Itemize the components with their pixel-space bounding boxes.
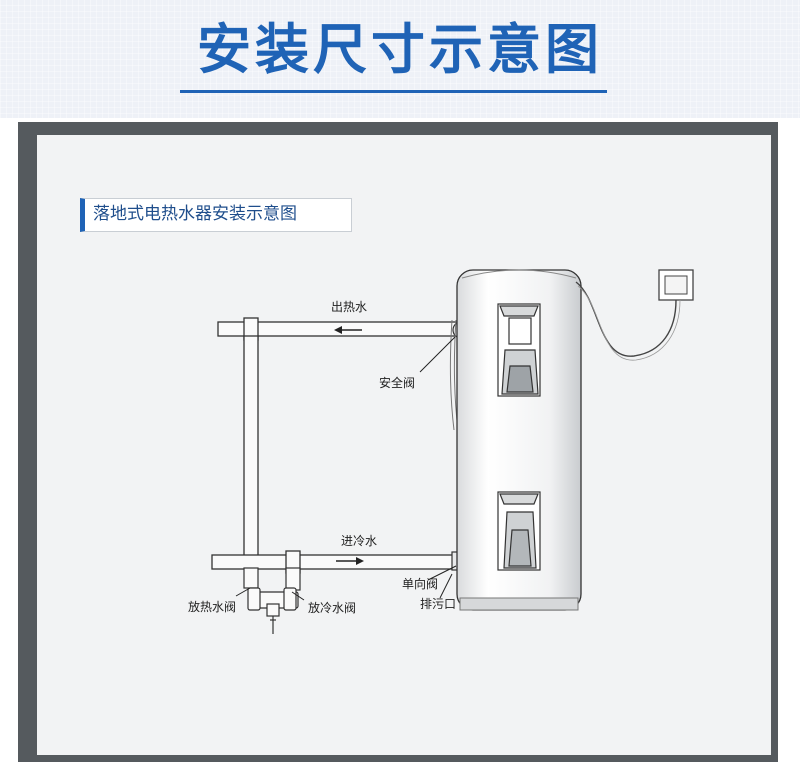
- label-cold-water-in: 进冷水: [341, 534, 378, 548]
- label-hot-water-out: 出热水: [331, 300, 368, 314]
- label-drain-outlet: 排污口: [420, 597, 457, 611]
- release-valve-assembly: [243, 567, 301, 634]
- header-banner: [0, 0, 800, 118]
- page-title: 安装尺寸示意图: [197, 18, 603, 81]
- hot-flow-arrow: [334, 326, 362, 334]
- wall-switch: [658, 269, 694, 301]
- title-underline: [180, 90, 607, 93]
- leader-lines: [235, 336, 457, 601]
- diagram-caption: 落地式电热水器安装示意图: [80, 198, 352, 232]
- label-cold-release-valve: 放冷水阀: [308, 601, 357, 615]
- control-panel: [497, 303, 541, 397]
- wall-surface: [37, 135, 771, 755]
- water-heater-tank: [456, 269, 582, 611]
- label-hot-release-valve: 放热水阀: [188, 600, 237, 614]
- cold-flow-arrow: [336, 557, 364, 565]
- label-safety-valve: 安全阀: [379, 376, 416, 390]
- lower-panel: [497, 491, 541, 571]
- vertical-bypass-pipe: [243, 335, 259, 569]
- label-check-valve: 单向阀: [402, 577, 439, 591]
